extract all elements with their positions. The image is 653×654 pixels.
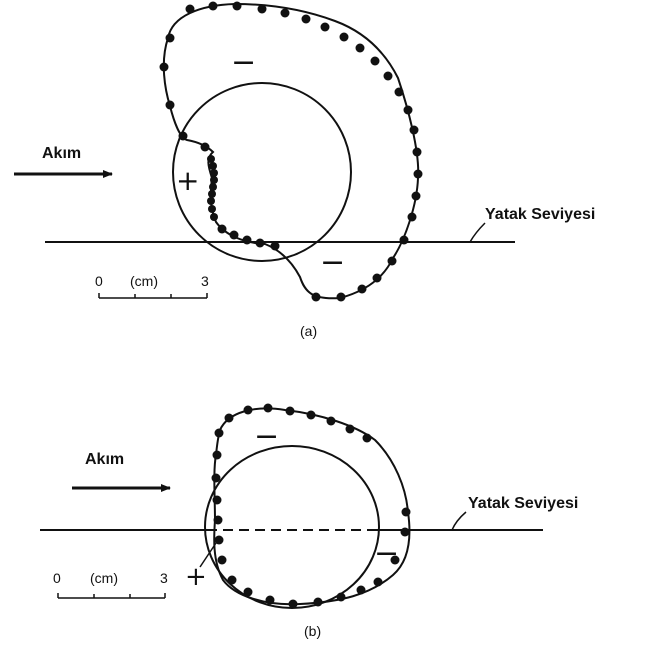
pressure-point	[413, 169, 423, 179]
bed-label-b: Yatak Seviyesi	[468, 495, 578, 512]
pressure-point	[403, 105, 413, 115]
pressure-point	[387, 256, 397, 266]
cylinder-a	[172, 82, 352, 262]
scale-end-b: 3	[160, 570, 168, 586]
bed-label-a: Yatak Seviyesi	[485, 206, 595, 223]
pressure-point	[313, 597, 323, 607]
pressure-point	[242, 235, 252, 245]
pressure-point	[217, 224, 227, 234]
pressure-point	[209, 183, 217, 191]
pressure-point	[207, 197, 215, 205]
flow-label-b: Akım	[85, 451, 124, 468]
pressure-point	[178, 131, 188, 141]
pressure-point	[212, 495, 222, 505]
pressure-point	[210, 176, 218, 184]
pressure-point	[263, 403, 273, 413]
pressure-point	[185, 4, 195, 14]
pressure-point	[211, 473, 221, 483]
pressure-point	[208, 190, 216, 198]
pressure-point	[165, 100, 175, 110]
pressure-point	[165, 33, 175, 43]
pressure-point	[339, 32, 349, 42]
pressure-point	[306, 410, 316, 420]
pressure-point	[217, 555, 227, 565]
pressure-point	[311, 292, 321, 302]
pressure-points-a	[159, 1, 423, 302]
positive-leader-b	[199, 539, 219, 568]
pressure-point	[394, 87, 404, 97]
pressure-point	[243, 587, 253, 597]
pressure-point	[357, 284, 367, 294]
pressure-point	[208, 1, 218, 11]
pressure-point	[401, 507, 411, 517]
pressure-point	[372, 273, 382, 283]
pressure-point	[373, 577, 383, 587]
scale-end-a: 3	[201, 273, 209, 289]
pressure-point	[407, 212, 417, 222]
pressure-point	[411, 191, 421, 201]
pressure-point	[214, 428, 224, 438]
flow-label-a: Akım	[42, 145, 81, 162]
pressure-point	[213, 515, 223, 525]
bed-label-leader-b	[451, 511, 467, 531]
pressure-point	[207, 155, 215, 163]
sign-positive-b: +	[185, 562, 207, 592]
pressure-point	[243, 405, 253, 415]
scale-bar-a: 0 (cm) 3	[95, 273, 209, 299]
pressure-point	[285, 406, 295, 416]
pressure-point	[255, 238, 265, 248]
panel-a: Akım Yatak Seviyesi	[14, 1, 595, 339]
pressure-point	[336, 592, 346, 602]
sign-positive-a: +	[176, 164, 199, 197]
sign-negative-top-a: −	[231, 45, 256, 80]
pressure-point	[345, 424, 355, 434]
sign-negative-bottom-a: −	[320, 245, 345, 280]
pressure-point	[301, 14, 311, 24]
pressure-point	[209, 162, 217, 170]
pressure-point	[212, 450, 222, 460]
pressure-point	[270, 241, 280, 251]
bed-label-leader-a	[469, 222, 486, 243]
pressure-point	[210, 169, 218, 177]
pressure-point	[326, 416, 336, 426]
pressure-point	[370, 56, 380, 66]
pressure-point	[409, 125, 419, 135]
pressure-point	[208, 205, 216, 213]
scale-bar-b: 0 (cm) 3	[53, 570, 168, 599]
pressure-point	[265, 595, 275, 605]
scale-unit-b: (cm)	[90, 570, 118, 586]
panel-b: Akım Yatak Seviyesi − +	[40, 403, 578, 639]
pressure-points-b	[211, 403, 411, 609]
pressure-point	[159, 62, 169, 72]
pressure-point	[210, 213, 218, 221]
pressure-curve-b	[213, 407, 411, 606]
pressure-point	[390, 555, 400, 565]
pressure-point	[257, 4, 267, 14]
pressure-point	[232, 1, 242, 11]
pressure-point	[412, 147, 422, 157]
pressure-point	[355, 43, 365, 53]
pressure-point	[336, 292, 346, 302]
caption-b: (b)	[304, 623, 321, 639]
sign-negative-right-b: −	[374, 536, 399, 571]
pressure-point	[227, 575, 237, 585]
scale-start-a: 0	[95, 273, 103, 289]
scale-start-b: 0	[53, 570, 61, 586]
pressure-point	[356, 585, 366, 595]
pressure-point	[280, 8, 290, 18]
caption-a: (a)	[300, 323, 317, 339]
pressure-point	[400, 527, 410, 537]
pressure-curve-a	[162, 2, 420, 300]
pressure-point	[399, 235, 409, 245]
pressure-point	[200, 142, 210, 152]
sign-negative-top-b: −	[254, 419, 279, 454]
pressure-point	[288, 599, 298, 609]
pressure-point	[320, 22, 330, 32]
pressure-point	[224, 413, 234, 423]
pressure-point	[383, 71, 393, 81]
scale-unit-a: (cm)	[130, 273, 158, 289]
pressure-point	[362, 433, 372, 443]
pressure-point	[229, 230, 239, 240]
